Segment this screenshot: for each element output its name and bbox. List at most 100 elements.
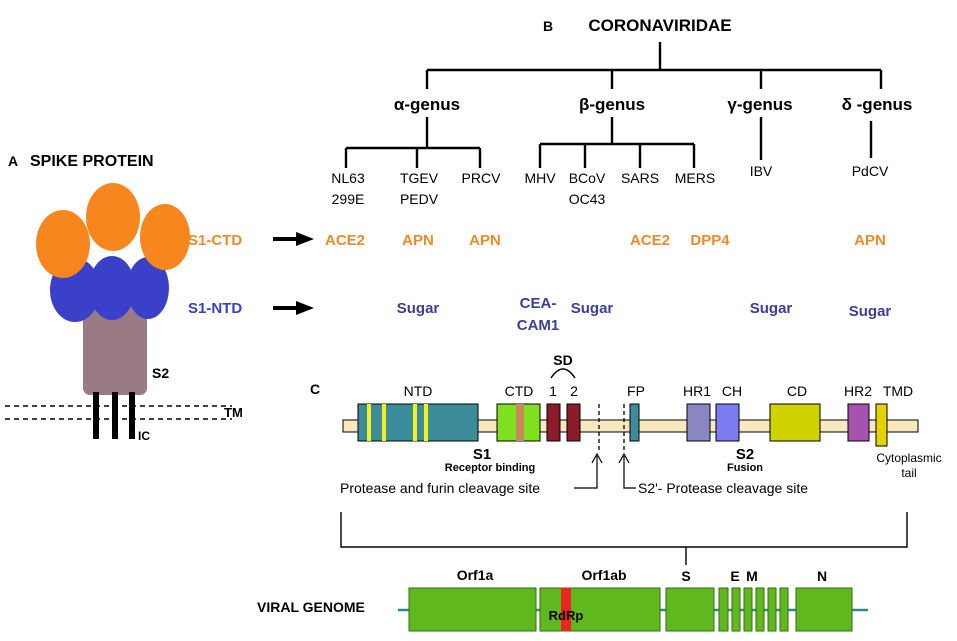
virus-sars: SARS — [621, 170, 659, 186]
receptor-ceacam1-line2: CAM1 — [517, 317, 560, 334]
gene-small-1 — [718, 587, 729, 632]
gene-small-4 — [755, 587, 765, 632]
viral-genome: VIRAL GENOME Orf1a Orf1ab S E M N RdRp — [257, 567, 868, 632]
spike-title: SPIKE PROTEIN — [30, 153, 154, 170]
ntd-stripe-1 — [367, 404, 371, 441]
s1-ctd-oval-center — [86, 183, 140, 251]
s1-ctd-oval-right — [140, 204, 190, 270]
virus-ibv: IBV — [750, 163, 773, 179]
s2-label: S2 — [152, 365, 169, 381]
virus-tgev: TGEV — [400, 170, 439, 186]
tm-anchor-3 — [129, 392, 135, 439]
gene-small-6 — [779, 587, 789, 632]
s2prime-arrow-icon — [618, 452, 636, 489]
s1-ntd-oval-right — [127, 257, 169, 319]
s1-ntd-label: S1-NTD — [188, 300, 242, 317]
virus-mers: MERS — [675, 170, 715, 186]
receptor-dpp4-mers: DPP4 — [690, 232, 730, 249]
genus-gamma: γ-genus — [727, 95, 792, 114]
receptor-ceacam1-line1: CEA- — [520, 295, 557, 312]
ctd-rbm-stripe — [516, 404, 524, 441]
label-sd2: 2 — [570, 383, 578, 399]
domain-tmd — [875, 403, 888, 447]
gene-orf1a — [408, 587, 537, 632]
s1-ntd-oval-center — [89, 256, 135, 320]
domain-sd1 — [546, 403, 561, 442]
gene-label-s: S — [681, 568, 690, 584]
cytoplasmic-label-line1: Cytoplasmic — [876, 451, 941, 465]
s1-ctd-label: S1-CTD — [188, 232, 242, 249]
family-title: CORONAVIRIDAE — [588, 16, 731, 35]
gene-rdrp — [561, 588, 571, 631]
label-sd1: 1 — [549, 383, 557, 399]
furin-arrow-icon — [574, 452, 603, 489]
label-hr2: HR2 — [844, 383, 872, 399]
arrow-s1-ctd-icon — [273, 232, 314, 246]
virus-oc43: OC43 — [569, 191, 606, 207]
gene-label-orf1a: Orf1a — [457, 567, 494, 583]
panel-c: C NTD CTD SD 1 2 — [310, 352, 942, 565]
domain-hr1 — [686, 403, 711, 442]
gene-label-orf1ab: Orf1ab — [581, 567, 626, 583]
receptor-sugar-delta: Sugar — [849, 303, 892, 320]
tm-anchor-1 — [93, 392, 99, 439]
gene-small-5 — [767, 587, 777, 632]
genus-alpha: α-genus — [394, 95, 460, 114]
panel-label-b: B — [543, 18, 553, 34]
ntd-stripe-4 — [424, 404, 428, 441]
gene-orf1ab — [539, 587, 661, 632]
receptor-sugar-alpha: Sugar — [397, 300, 440, 317]
label-hr1: HR1 — [683, 383, 711, 399]
domain-ch — [715, 403, 740, 442]
panel-a: A SPIKE PROTEIN S1-CTD S1-NTD S2 TM IC — [5, 153, 314, 443]
label-tmd: TMD — [883, 383, 913, 399]
domain-hr2 — [847, 403, 870, 442]
cytoplasmic-label-line2: tail — [901, 466, 916, 480]
receptor-apn-tgev: APN — [402, 232, 434, 249]
virus-mhv: MHV — [524, 170, 556, 186]
label-ntd: NTD — [404, 383, 433, 399]
label-cd: CD — [787, 383, 807, 399]
panel-b: B CORONAVIRIDAE α-genus — [325, 16, 912, 334]
genus-beta: β-genus — [579, 95, 645, 114]
virus-bcov: BCoV — [569, 170, 606, 186]
gene-label-e: E — [730, 568, 739, 584]
label-sd: SD — [553, 352, 572, 368]
panel-label-c: C — [310, 381, 320, 397]
receptor-ace2-sars: ACE2 — [630, 232, 670, 249]
receptor-sugar-gamma: Sugar — [750, 300, 793, 317]
label-fp: FP — [627, 383, 645, 399]
tm-anchor-2 — [112, 392, 118, 439]
ntd-stripe-2 — [382, 404, 386, 441]
virus-prcv: PRCV — [462, 170, 502, 186]
gene-e — [731, 587, 741, 632]
furin-site-label: Protease and furin cleavage site — [340, 480, 540, 496]
label-s1-sub: Receptor binding — [445, 462, 535, 474]
receptor-ace2-alpha: ACE2 — [325, 232, 365, 249]
s1-ctd-oval-left — [36, 210, 90, 278]
genus-delta: δ -genus — [842, 95, 913, 114]
gene-s — [665, 587, 715, 632]
virus-299e: 299E — [332, 191, 365, 207]
label-s2: S2 — [736, 446, 754, 463]
receptor-apn-delta: APN — [854, 232, 886, 249]
domain-fp — [629, 403, 640, 442]
domain-ntd — [357, 403, 479, 442]
genome-label: VIRAL GENOME — [257, 599, 365, 615]
receptor-apn-prcv: APN — [469, 232, 501, 249]
panel-label-a: A — [8, 153, 18, 169]
gene-label-n: N — [817, 568, 827, 584]
label-s2-sub: Fusion — [727, 462, 763, 474]
gene-m — [743, 587, 753, 632]
domain-sd2 — [566, 403, 581, 442]
label-ch: CH — [722, 383, 742, 399]
genome-bracket — [340, 512, 908, 565]
s2-stalk — [83, 305, 147, 395]
ic-label: IC — [138, 429, 150, 443]
virus-pdcv: PdCV — [852, 163, 889, 179]
arrow-s1-ntd-icon — [273, 301, 314, 315]
tm-label: TM — [224, 405, 243, 420]
sd-bracket — [550, 368, 576, 379]
label-ctd: CTD — [505, 383, 534, 399]
